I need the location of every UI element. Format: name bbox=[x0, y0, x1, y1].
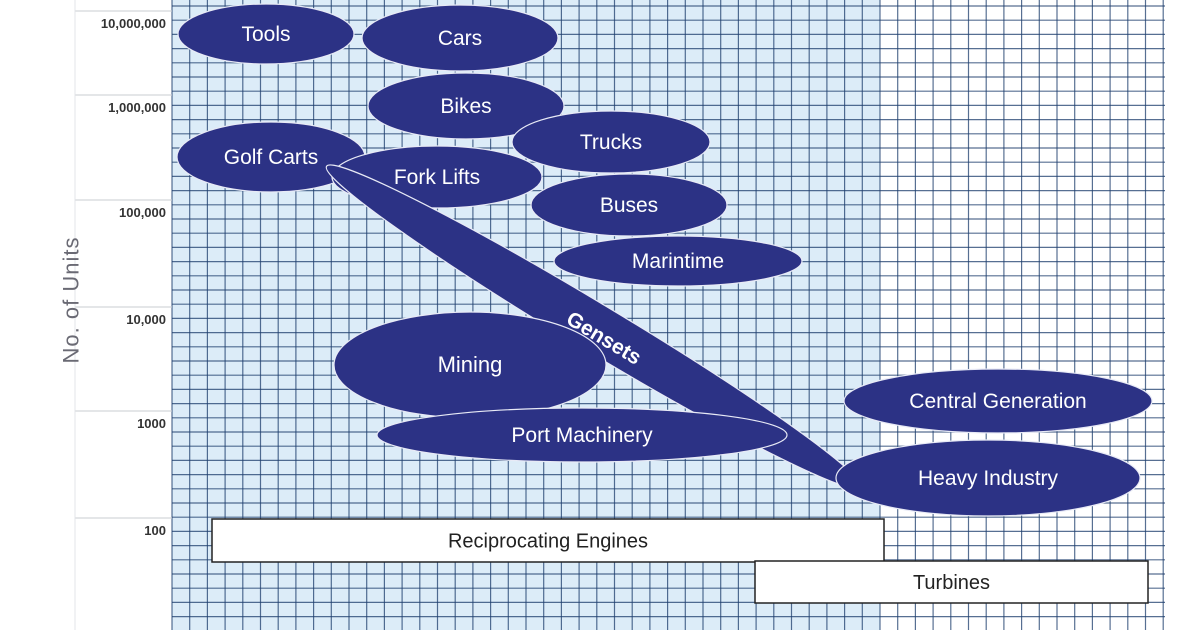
bubble-shape bbox=[530, 173, 728, 237]
bubble-shape bbox=[376, 407, 788, 463]
bubble-label: Port Machinery bbox=[511, 424, 653, 447]
band-box bbox=[754, 560, 1149, 604]
bubble-label: Trucks bbox=[580, 131, 642, 154]
bubble-shape bbox=[177, 3, 355, 65]
bubble: Tools bbox=[177, 3, 355, 65]
bubble: Central Generation bbox=[843, 368, 1153, 434]
bubble: Port Machinery bbox=[376, 407, 788, 463]
bubble-label: Buses bbox=[600, 194, 658, 217]
bubble-shape bbox=[511, 110, 711, 174]
y-tick-label: 100 bbox=[144, 523, 166, 538]
y-axis-label: No. of Units bbox=[58, 236, 84, 364]
bubble: Trucks bbox=[511, 110, 711, 174]
bubble-label: Bikes bbox=[440, 95, 491, 118]
bubble-label: Cars bbox=[438, 27, 482, 50]
y-tick-label: 10,000,000 bbox=[101, 16, 166, 31]
bubble-shape bbox=[835, 439, 1141, 517]
bubble-label: Fork Lifts bbox=[394, 166, 480, 189]
bubble-label: Central Generation bbox=[909, 390, 1086, 413]
bubble: Cars bbox=[361, 4, 559, 72]
band-box bbox=[211, 518, 885, 563]
bubble-shape bbox=[367, 72, 565, 140]
bubble: Heavy Industry bbox=[835, 439, 1141, 517]
bubble: Mining bbox=[333, 311, 607, 419]
bubble: Marintime bbox=[553, 235, 803, 287]
band-label: Reciprocating Engines bbox=[448, 531, 648, 553]
bubble: Bikes bbox=[367, 72, 565, 140]
band-label: Turbines bbox=[913, 572, 990, 594]
bubble-label: Golf Carts bbox=[224, 146, 319, 169]
y-tick-label: 100,000 bbox=[119, 205, 166, 220]
bubble-shape bbox=[553, 235, 803, 287]
y-tick-label: 10,000 bbox=[126, 312, 166, 327]
bubble-shape bbox=[843, 368, 1153, 434]
bubble-label: Mining bbox=[438, 352, 503, 377]
y-tick-label: 1000 bbox=[137, 416, 166, 431]
bubble: Buses bbox=[530, 173, 728, 237]
bubble-shape bbox=[361, 4, 559, 72]
bubble: Golf Carts bbox=[176, 121, 366, 193]
bubble-label: Heavy Industry bbox=[918, 467, 1059, 490]
bubble-label: Tools bbox=[241, 23, 290, 46]
y-tick-label: 1,000,000 bbox=[108, 100, 166, 115]
bubble-label: Marintime bbox=[632, 250, 724, 273]
